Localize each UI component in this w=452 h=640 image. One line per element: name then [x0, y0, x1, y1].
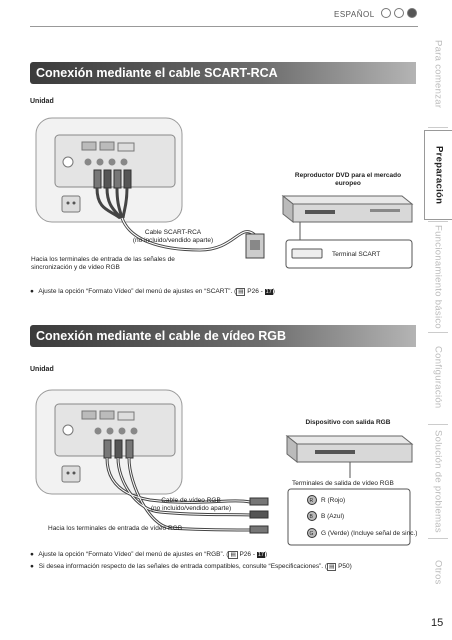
- page-number: 15: [431, 617, 444, 629]
- tab-solucion-problemas[interactable]: Solución de problemas: [432, 429, 444, 533]
- section-title-scart: Conexión mediante el cable SCART-RCA: [30, 62, 416, 84]
- ref-number: 17: [264, 289, 273, 295]
- tab-divider: [428, 538, 448, 539]
- tab-preparacion[interactable]: Preparación: [424, 130, 452, 220]
- unit-label: Unidad: [30, 366, 54, 373]
- scart-plug: [245, 233, 265, 259]
- input-terminals-label: Hacia los terminales de entrada de las s…: [31, 256, 175, 271]
- page-ref-icon: ▤: [236, 288, 246, 296]
- rgb-output-label: Terminales de salida de vídeo RGB: [292, 480, 394, 487]
- rgb-note: Ajuste la opción “Formato Vídeo” del men…: [30, 551, 267, 559]
- language-label: ESPAÑOL: [334, 10, 375, 19]
- rgb-plugs-unit: [103, 439, 134, 459]
- page-ref-icon: ▤: [327, 563, 337, 571]
- unit-label: Unidad: [30, 98, 54, 105]
- terminal-r-label: R (Rojo): [321, 497, 346, 504]
- terminal-g-letter: G: [309, 531, 314, 537]
- tab-divider: [428, 127, 448, 128]
- scart-rca-cable-label: Cable SCART-RCA (no incluido/vendido apa…: [132, 229, 214, 244]
- page-ref-icon: ▤: [228, 551, 238, 559]
- rgb-input-label: Hacia los terminales de entrada de vídeo…: [48, 525, 183, 532]
- page-ref[interactable]: P50: [338, 563, 350, 570]
- page-ref[interactable]: P26 -: [239, 551, 255, 558]
- indicator-dot-active: [407, 8, 417, 18]
- rgb-plugs-device: [249, 497, 269, 534]
- dvd-player-label: Reproductor DVD para el mercado europeo: [294, 172, 402, 187]
- terminal-b-letter: B: [309, 514, 313, 520]
- page-ref[interactable]: P26 -: [247, 288, 263, 295]
- ref-number: 17: [256, 552, 265, 558]
- rgb-cable-label: Cable de vídeo RGB (no incluido/vendido …: [150, 497, 232, 512]
- tab-otros[interactable]: Otros: [432, 560, 444, 585]
- tab-divider: [428, 424, 448, 425]
- tab-divider: [428, 332, 448, 333]
- terminal-g-label: G (Verde) (Incluye señal de sinc.): [321, 530, 418, 537]
- terminal-b-label: B (Azul): [321, 513, 345, 520]
- tab-configuracion[interactable]: Configuración: [432, 346, 444, 409]
- dvd-player: [281, 194, 414, 224]
- terminal-r-letter: R: [309, 498, 314, 504]
- header-divider: [30, 26, 418, 27]
- language-indicator: [381, 8, 417, 18]
- spec-note: Si desea información respecto de las señ…: [30, 563, 352, 571]
- scart-terminal-callout: [285, 222, 413, 269]
- rgb-device-label: Dispositivo con salida RGB: [305, 419, 391, 426]
- scart-terminal-label: Terminal SCART: [332, 251, 381, 258]
- projector-unit-rgb: [35, 389, 183, 495]
- indicator-dot: [381, 8, 391, 18]
- sidebar-tabs: Para comenzar Preparación Funcionamiento…: [424, 24, 452, 604]
- section-title-rgb: Conexión mediante el cable de vídeo RGB: [30, 325, 416, 347]
- tab-funcionamiento-basico[interactable]: Funcionamiento básico: [432, 224, 444, 329]
- indicator-dot: [394, 8, 404, 18]
- tab-para-comenzar[interactable]: Para comenzar: [432, 39, 444, 109]
- tab-divider: [428, 221, 448, 222]
- rgb-terminals-callout: [287, 462, 411, 546]
- scart-note: Ajuste la opción “Formato Vídeo” del men…: [30, 288, 275, 296]
- rgb-output-device: [285, 434, 414, 464]
